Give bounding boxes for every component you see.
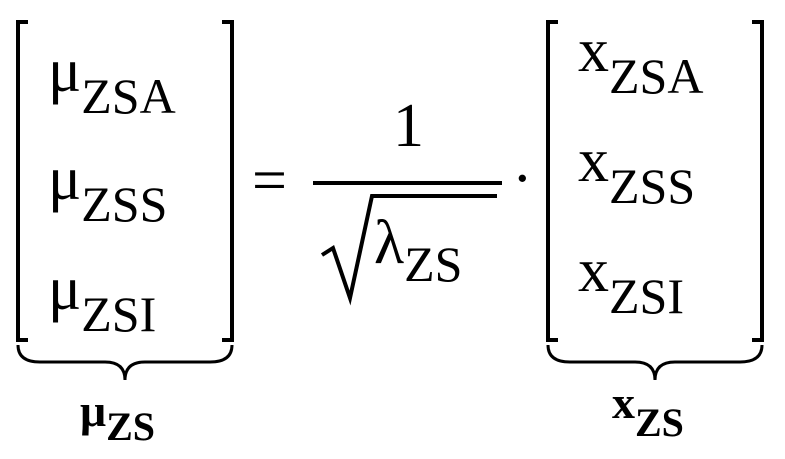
right-underbrace [546, 344, 764, 381]
sqrt-sign [320, 194, 497, 306]
mu-zsi: μZSI [48, 255, 157, 342]
left-bracket-close [222, 20, 234, 342]
multiply-dot: · [512, 145, 533, 213]
x-zsa: xZSA [578, 17, 704, 104]
x-zsi: xZSI [578, 237, 684, 324]
mu-zs-label: μZS [80, 385, 156, 449]
numerator: 1 [393, 92, 424, 160]
right-bracket-open [546, 20, 558, 342]
left-bracket-open [16, 20, 28, 342]
x-zss: xZSS [578, 127, 696, 214]
mu-zsa: μZSA [48, 37, 176, 124]
left-underbrace [16, 344, 234, 381]
x-zs-label: xZS [612, 377, 684, 445]
denominator-lambda-zs: λZS [374, 209, 463, 292]
equals-sign: = [252, 147, 287, 215]
right-bracket-close [752, 20, 764, 342]
mu-zss: μZSS [48, 145, 168, 232]
